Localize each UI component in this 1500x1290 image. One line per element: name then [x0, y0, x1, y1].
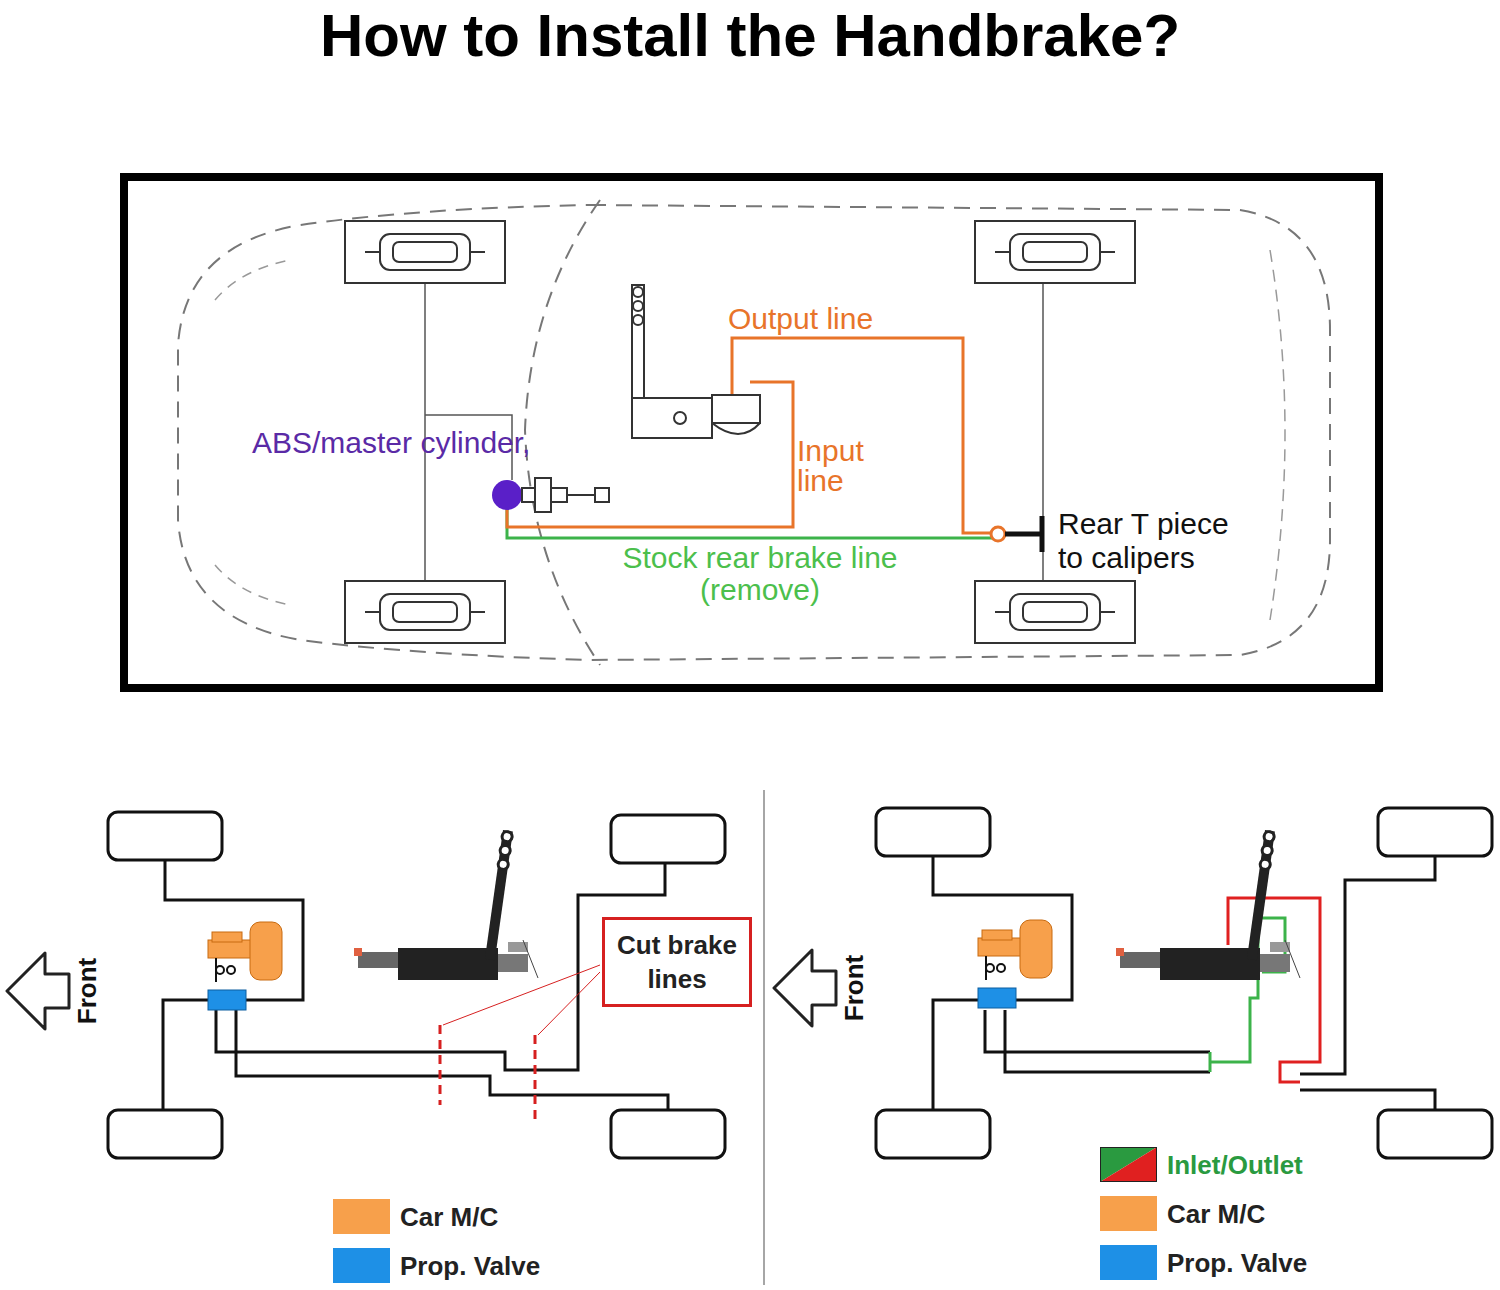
legend-swatch — [333, 1199, 390, 1234]
legend-swatch — [1100, 1196, 1157, 1231]
legend-text: Prop. Valve — [400, 1250, 540, 1282]
front-arrow: Front — [5, 950, 101, 1032]
legend-text: Prop. Valve — [1167, 1247, 1307, 1279]
callout-text: Cut brake lines — [611, 928, 743, 996]
part-label: ABS/master cylinder, — [252, 426, 530, 460]
legend-text: Inlet/Outlet — [1167, 1149, 1303, 1181]
legend-swatch — [1100, 1147, 1157, 1182]
direction-label: Front — [840, 955, 868, 1021]
front-arrow: Front — [772, 947, 868, 1029]
legend-text: Car M/C — [1167, 1198, 1265, 1230]
legend-text: Car M/C — [400, 1201, 498, 1233]
direction-label: Front — [73, 958, 101, 1024]
legend-swatch — [333, 1248, 390, 1283]
line-label: Output line — [728, 302, 873, 336]
legend-swatch — [1100, 1245, 1157, 1280]
line-label: Stock rear brake line (remove) — [560, 542, 960, 606]
line-label: Input line — [797, 436, 897, 496]
callout-box: Cut brake lines — [602, 917, 752, 1007]
part-label: Rear T piece to calipers — [1058, 507, 1253, 575]
title: How to Install the Handbrake? — [0, 0, 1500, 72]
